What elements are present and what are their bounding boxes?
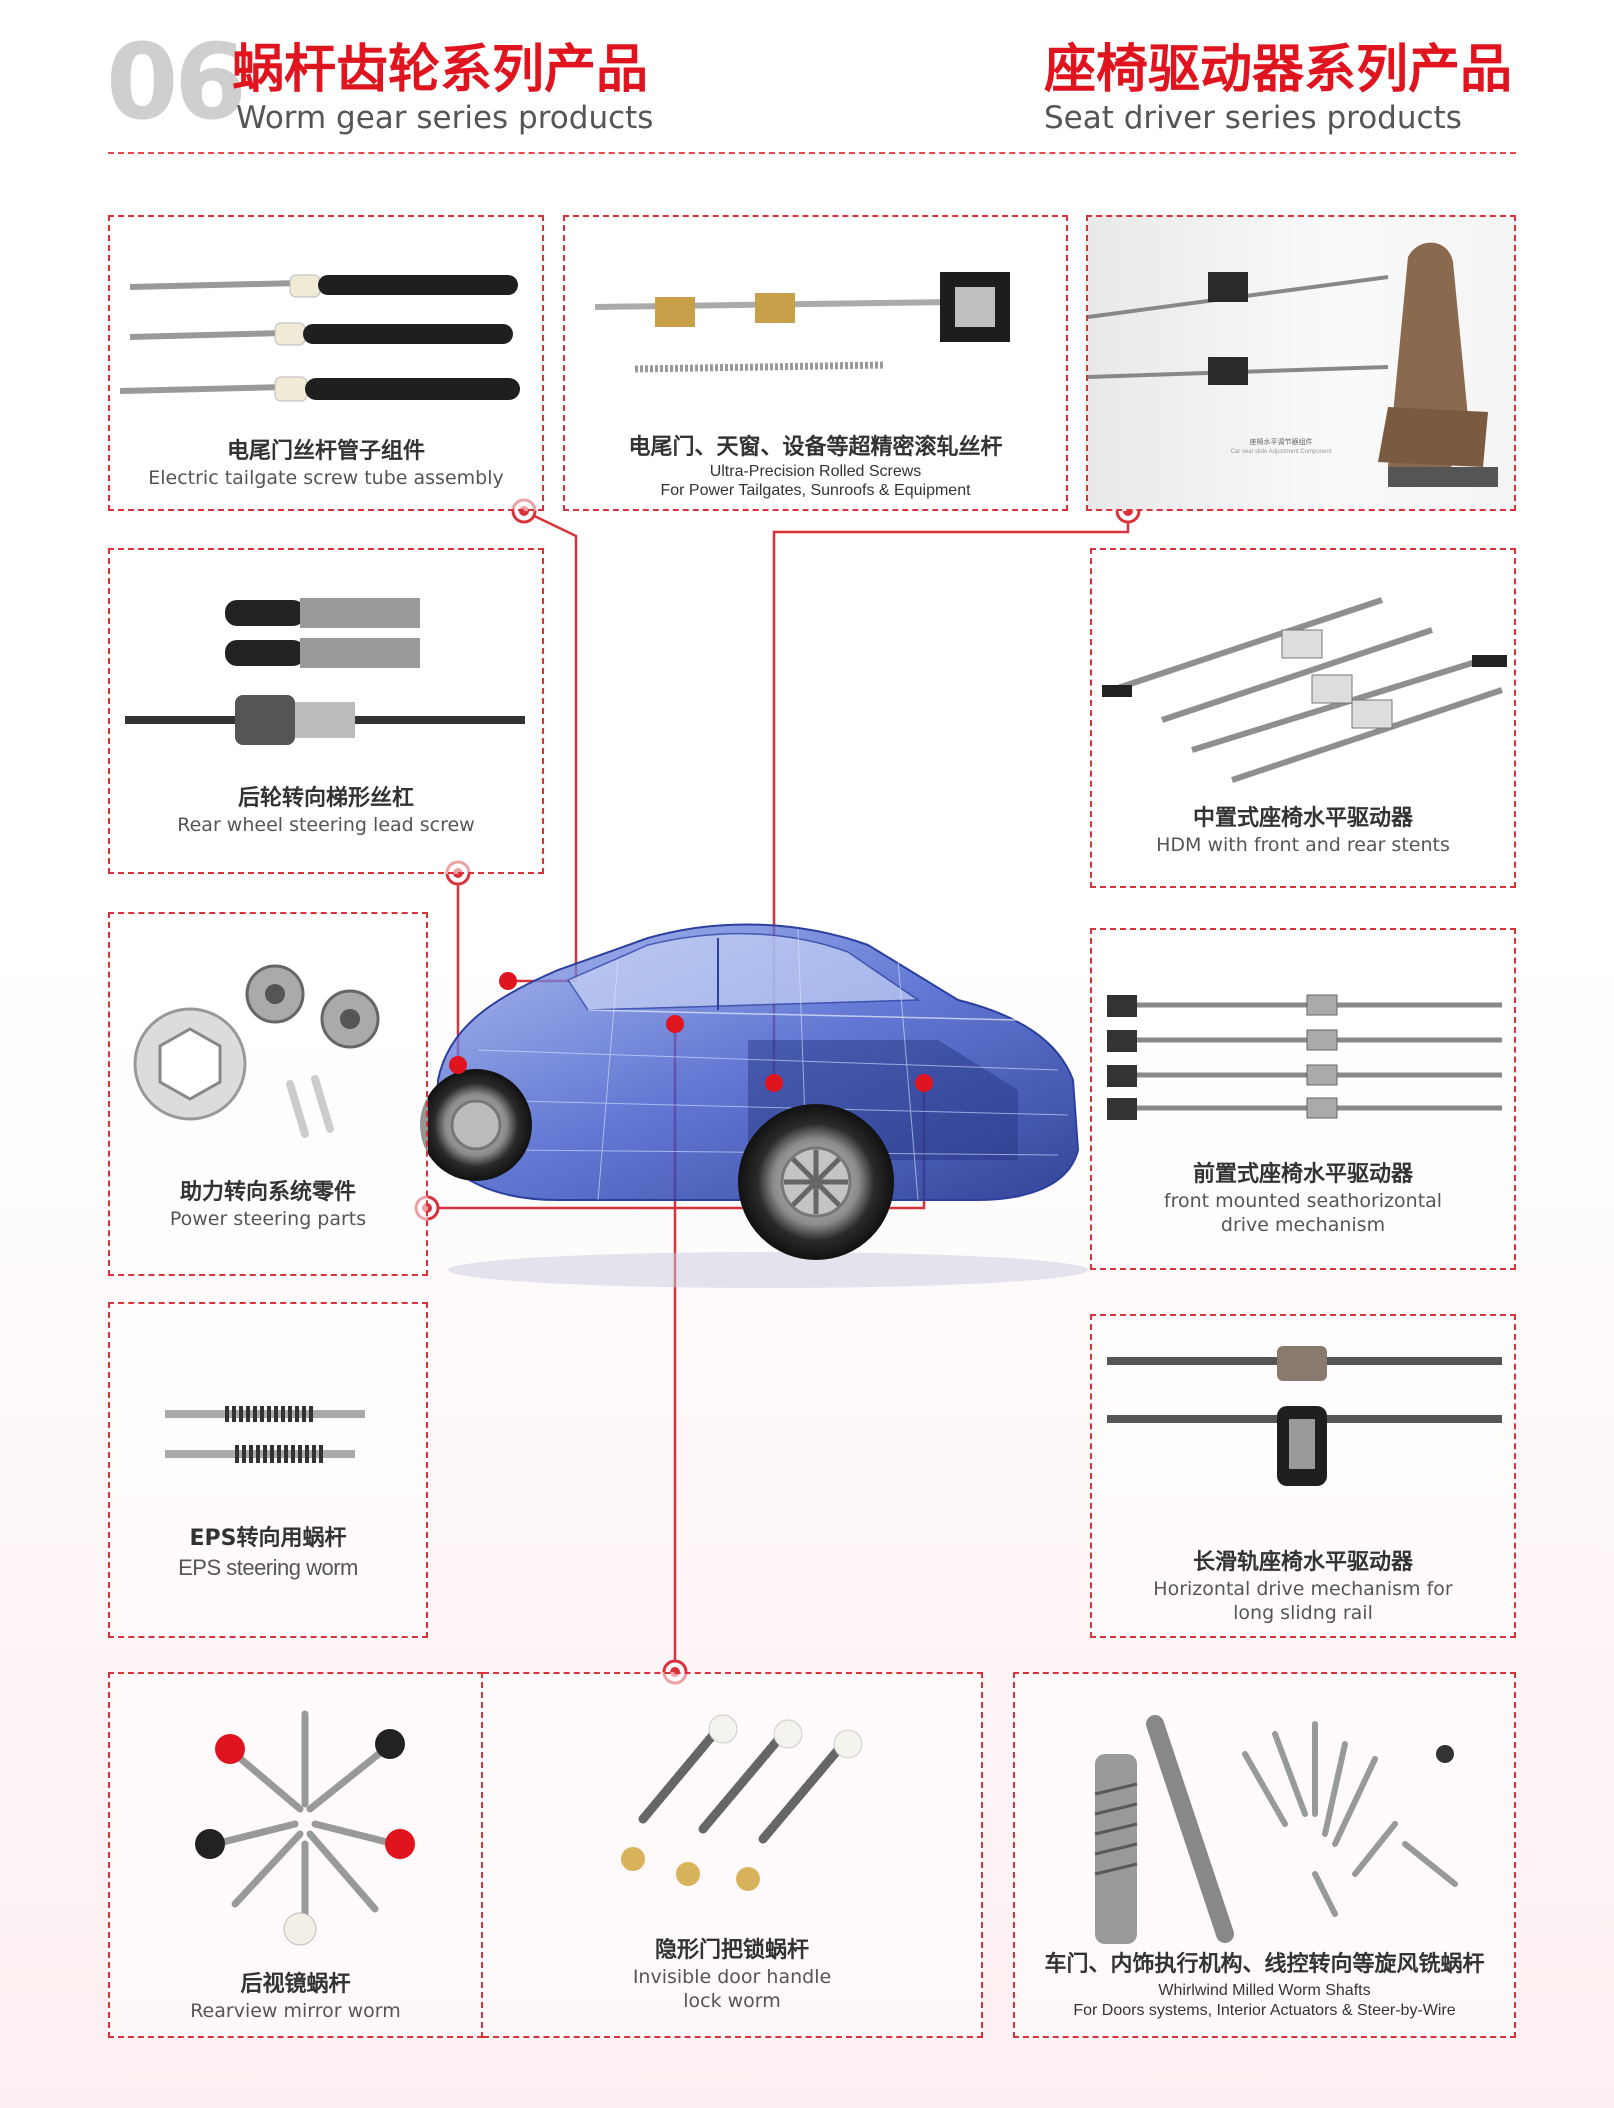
product-card-door-handle: 隐形门把锁蜗杆 Invisible door handle lock worm [483, 1672, 983, 2038]
rolled-screws-illustration [594, 272, 1010, 373]
tailgate-tube-title-en: Electric tailgate screw tube assembly [148, 467, 504, 489]
rolled-screws-title-en2: For Power Tailgates, Sunroofs & Equipmen… [660, 482, 971, 499]
power-steering-title-cn: 助力转向系统零件 [179, 1180, 356, 1205]
front-mounted-illustration [1107, 994, 1502, 1120]
rear-wheel-illustration [125, 598, 525, 745]
front-mounted-title-cn: 前置式座椅水平驱动器 [1192, 1162, 1413, 1187]
long-rail-title-en2: long slidng rail [1233, 1602, 1373, 1624]
left-title-cn: 蜗杆齿轮系列产品 [232, 40, 649, 100]
rolled-screws-title-cn: 电尾门、天窗、设备等超精密滚轧丝杆 [628, 435, 1003, 460]
product-card-rolled-screws: 电尾门、天窗、设备等超精密滚轧丝杆 Ultra-Precision Rolled… [563, 215, 1068, 511]
whirlwind-title-cn: 车门、内饰执行机构、线控转向等旋风铣蜗杆 [1044, 1952, 1485, 1977]
mirror-title-en: Rearview mirror worm [190, 2000, 401, 2022]
product-card-eps: EPS转向用蜗杆 EPS steering worm [108, 1302, 428, 1638]
product-card-rear-wheel: 后轮转向梯形丝杠 Rear wheel steering lead screw [108, 548, 544, 874]
whirlwind-title-en1: Whirlwind Milled Worm Shafts [1158, 1982, 1371, 1999]
rolled-screws-title-en1: Ultra-Precision Rolled Screws [709, 463, 922, 480]
long-rail-illustration [1107, 1346, 1502, 1486]
door-handle-title-en1: Invisible door handle [632, 1966, 832, 1988]
right-title-en: Seat driver series products [1044, 100, 1462, 136]
rear-wheel-title-en: Rear wheel steering lead screw [177, 814, 475, 836]
product-card-mirror: 后视镜蜗杆 Rearview mirror worm [108, 1672, 483, 2038]
tailgate-tube-illustration [119, 274, 520, 402]
seat-illustration [1087, 242, 1498, 487]
door-handle-title-cn: 隐形门把锁蜗杆 [654, 1938, 809, 1963]
product-card-seat-photo: 座椅水平调节器组件 Car seat slide Adjustment Comp… [1086, 215, 1516, 511]
rear-wheel-title-cn: 后轮转向梯形丝杠 [237, 786, 414, 811]
hdm-illustration [1102, 597, 1507, 783]
header-divider [108, 152, 1516, 154]
mirror-worm-illustration [195, 1710, 415, 1946]
power-steering-illustration [133, 964, 380, 1138]
front-mounted-title-en2: drive mechanism [1220, 1214, 1386, 1236]
car-illustration [420, 923, 1088, 1288]
eps-title-en: EPS steering worm [178, 1555, 358, 1580]
door-handle-title-en2: lock worm [683, 1990, 781, 2012]
door-handle-illustration [621, 1714, 863, 1891]
product-card-long-rail: 长滑轨座椅水平驱动器 Horizontal drive mechanism fo… [1090, 1314, 1516, 1638]
section-number: 06 [106, 21, 247, 143]
hdm-title-en: HDM with front and rear stents [1156, 834, 1450, 856]
long-rail-title-en1: Horizontal drive mechanism for [1153, 1578, 1453, 1600]
product-card-hdm: 中置式座椅水平驱动器 HDM with front and rear stent… [1090, 548, 1516, 888]
tailgate-tube-title-cn: 电尾门丝杆管子组件 [226, 439, 425, 464]
left-title-en: Worm gear series products [236, 100, 654, 136]
product-card-power-steering: 助力转向系统零件 Power steering parts [108, 912, 428, 1276]
long-rail-title-cn: 长滑轨座椅水平驱动器 [1192, 1550, 1413, 1575]
product-card-tailgate-tube: 电尾门丝杆管子组件 Electric tailgate screw tube a… [108, 215, 544, 511]
whirlwind-title-en2: For Doors systems, Interior Actuators & … [1073, 2002, 1456, 2019]
seat-photo-label-en: Car seat slide Adjustment Component [1230, 449, 1332, 455]
seat-photo-label-cn: 座椅水平调节器组件 [1249, 439, 1313, 446]
product-card-whirlwind: 车门、内饰执行机构、线控转向等旋风铣蜗杆 Whirlwind Milled Wo… [1013, 1672, 1516, 2038]
product-card-front-mounted: 前置式座椅水平驱动器 front mounted seathorizontal … [1090, 928, 1516, 1270]
mirror-title-cn: 后视镜蜗杆 [240, 1972, 351, 1997]
power-steering-title-en: Power steering parts [169, 1208, 367, 1230]
hdm-title-cn: 中置式座椅水平驱动器 [1192, 806, 1413, 831]
eps-illustration [165, 1406, 365, 1463]
front-mounted-title-en1: front mounted seathorizontal [1163, 1190, 1443, 1212]
eps-title-cn: EPS转向用蜗杆 [189, 1526, 347, 1551]
whirlwind-illustration [1094, 1715, 1458, 1944]
right-title-cn: 座椅驱动器系列产品 [1044, 40, 1513, 100]
